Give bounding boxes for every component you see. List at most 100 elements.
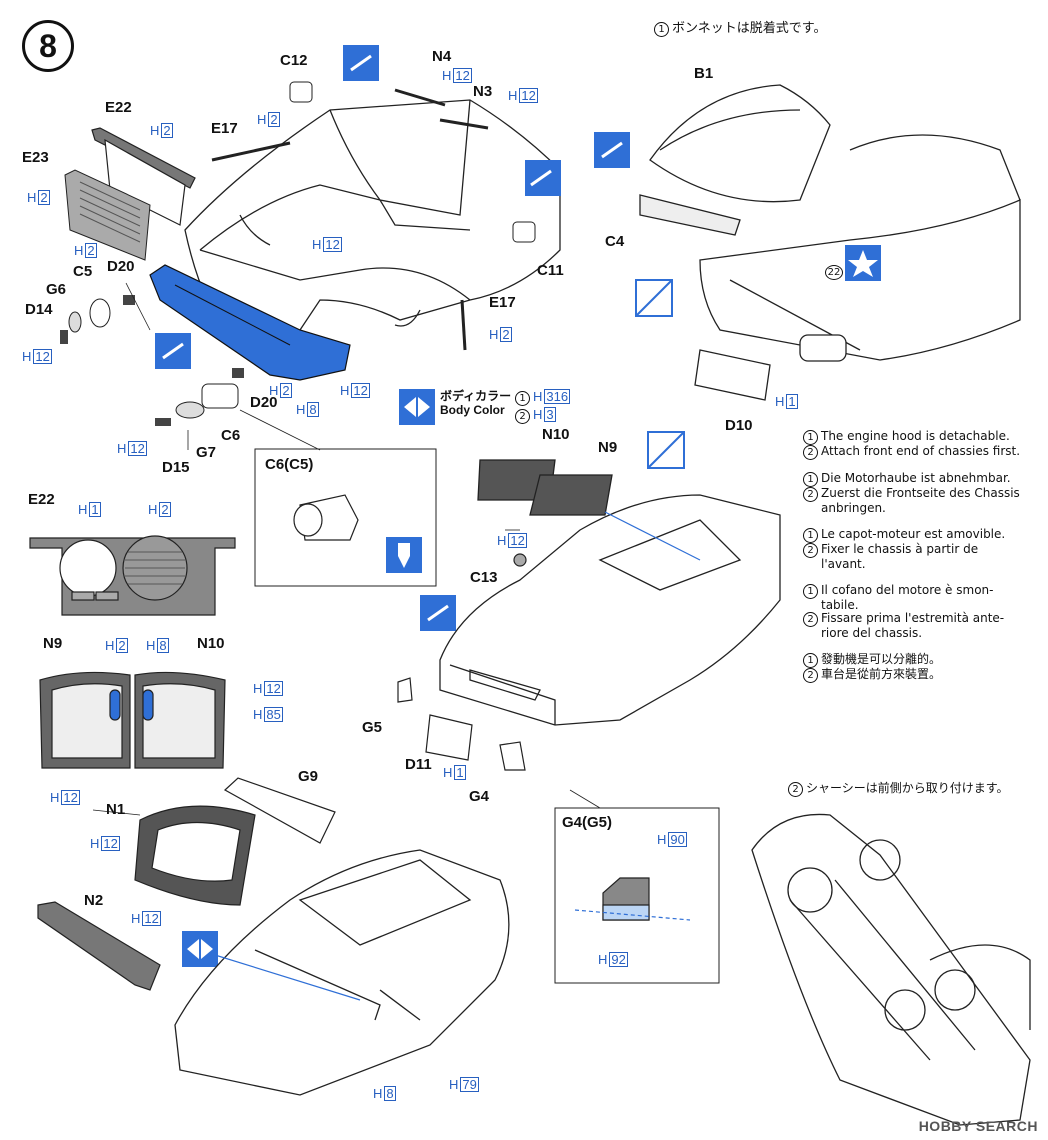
c6-inset-drawing bbox=[293, 494, 359, 541]
bottom-car-drawing bbox=[174, 849, 510, 1096]
label-e17: E17 bbox=[211, 120, 238, 137]
label-c11: C11 bbox=[537, 262, 564, 279]
mirror-c11 bbox=[512, 221, 536, 243]
lamp-c5 bbox=[89, 298, 111, 328]
label-d20b: D20 bbox=[250, 394, 278, 411]
wiper-n3 bbox=[439, 118, 489, 130]
label-c13: C13 bbox=[470, 569, 498, 586]
label-g4: G4 bbox=[469, 788, 490, 805]
e22-detail bbox=[29, 535, 236, 616]
label-g6: G6 bbox=[46, 281, 67, 298]
label-e23: E23 bbox=[22, 149, 49, 166]
lamp-c6 bbox=[201, 383, 239, 409]
bottom-parts bbox=[37, 777, 336, 991]
lens-g6 bbox=[68, 311, 82, 333]
no-glue-icons bbox=[635, 279, 685, 469]
label-c6c5: C6(C5) bbox=[265, 456, 314, 473]
n9-n10-detail bbox=[39, 671, 226, 769]
label-g9: G9 bbox=[298, 768, 319, 785]
leader-lines bbox=[92, 282, 601, 816]
label-e22: E22 bbox=[105, 99, 132, 116]
label-n10b: N10 bbox=[197, 635, 225, 652]
part-d14 bbox=[60, 330, 68, 344]
e17-strut-right bbox=[460, 299, 467, 351]
part-d20 bbox=[123, 295, 135, 305]
label-d20: D20 bbox=[107, 258, 135, 275]
blue-guide-lines bbox=[214, 511, 701, 1001]
e17-strut-top bbox=[211, 141, 291, 162]
rear-small-parts bbox=[397, 553, 527, 771]
label-star22: 22 bbox=[825, 265, 846, 280]
glue-icons bbox=[155, 45, 630, 631]
e22-frame-part bbox=[91, 127, 196, 226]
e23-grille-part bbox=[64, 169, 151, 261]
label-n1: N1 bbox=[106, 801, 126, 818]
watermark: HOBBY SEARCH bbox=[918, 1118, 1038, 1134]
label-n9b: N9 bbox=[43, 635, 63, 652]
star-icon bbox=[848, 250, 878, 277]
label-n3: N3 bbox=[473, 83, 493, 100]
label-g5: G5 bbox=[362, 719, 383, 736]
label-c6: C6 bbox=[221, 427, 241, 444]
label-d11: D11 bbox=[405, 756, 432, 773]
label-b1: B1 bbox=[694, 65, 714, 82]
front-bumper-highlight bbox=[149, 264, 351, 381]
paint-icons bbox=[182, 389, 435, 967]
chassis-drawing bbox=[751, 813, 1031, 1126]
rear-body-drawing bbox=[439, 459, 781, 726]
label-d10: D10 bbox=[725, 417, 753, 434]
label-c12: C12 bbox=[280, 52, 308, 69]
mirror-c12 bbox=[289, 81, 313, 103]
label-c4: C4 bbox=[605, 233, 625, 250]
label-n9: N9 bbox=[598, 439, 618, 456]
label-n4: N4 bbox=[432, 48, 452, 65]
part-d20b bbox=[232, 368, 244, 378]
wiper-n4 bbox=[394, 88, 446, 107]
label-c5: C5 bbox=[73, 263, 93, 280]
lens-g7 bbox=[175, 401, 205, 419]
label-d14: D14 bbox=[25, 301, 53, 318]
label-e17b: E17 bbox=[489, 294, 516, 311]
dropper-icon bbox=[398, 543, 410, 568]
label-g7: G7 bbox=[196, 444, 217, 461]
label-n10: N10 bbox=[542, 426, 570, 443]
label-d15: D15 bbox=[162, 459, 190, 476]
part-d15 bbox=[155, 418, 171, 426]
